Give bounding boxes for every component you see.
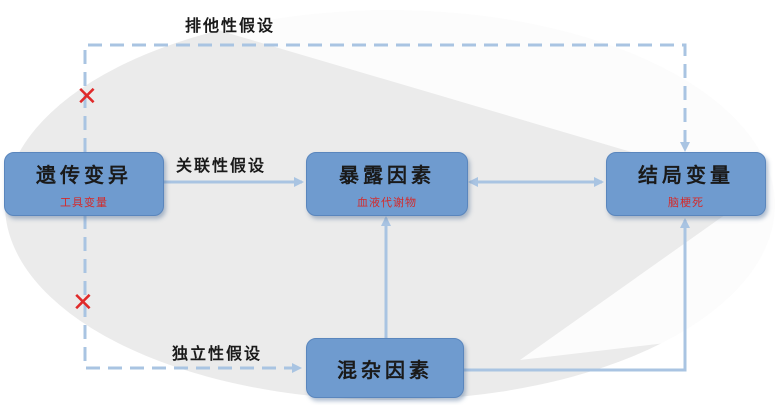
independence-violation-mark: ✕	[72, 288, 94, 318]
independence-assumption-label: 独立性假设	[172, 344, 263, 363]
independence-dashed-path	[83, 215, 302, 373]
exposure-node: 暴露因素 血液代谢物	[306, 152, 468, 216]
exclusion-violation-mark: ✕	[76, 82, 98, 112]
exposure-title: 暴露因素	[339, 162, 435, 187]
genetic-variant-title: 遗传变异	[36, 162, 132, 187]
confounder-title: 混杂因素	[337, 357, 433, 382]
genetic-variant-subtitle: 工具变量	[60, 195, 108, 209]
confounder-outcome-arrow	[462, 218, 690, 372]
genetic-variant-node: 遗传变异 工具变量	[4, 152, 164, 216]
relevance-assumption-label: 关联性假设	[176, 156, 267, 175]
outcome-subtitle: 脑梗死	[668, 195, 704, 209]
exclusion-dashed-path	[83, 43, 690, 152]
background-swoosh	[150, 10, 777, 360]
outcome-title: 结局变量	[638, 162, 734, 187]
exposure-subtitle: 血液代谢物	[357, 195, 417, 209]
outcome-node: 结局变量 脑梗死	[606, 152, 766, 216]
exclusion-assumption-label: 排他性假设	[185, 16, 276, 35]
confounder-node: 混杂因素	[306, 338, 464, 398]
